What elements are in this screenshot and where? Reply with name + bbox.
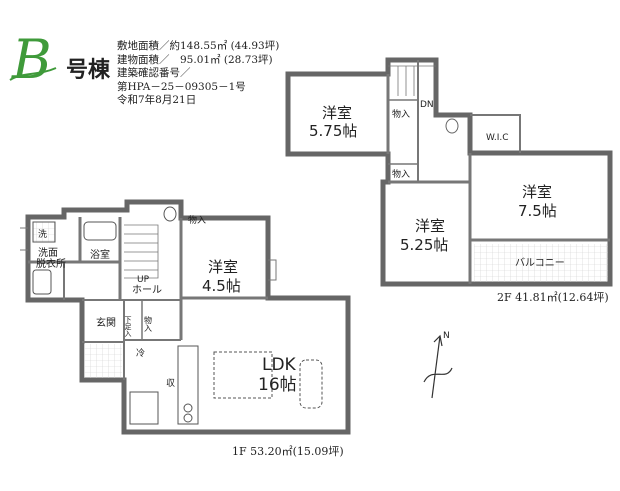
permit-date: 令和7年8月21日: [117, 94, 197, 107]
floor1-outer-wall: [25, 199, 351, 435]
floor1-labels: 洗 洗面 脱衣所 浴室 UP ホール 物入 洋室 4.5帖 玄関 下足入 物入 …: [36, 214, 297, 395]
permit-number: 第HPA－25－09305－1号: [117, 80, 246, 93]
building-name: 号棟: [66, 57, 111, 83]
kitchen-counter: [177, 345, 199, 425]
hall-up-label: UP: [137, 275, 150, 285]
room-b-name: 洋室: [415, 217, 445, 235]
hall-label: ホール: [132, 284, 162, 296]
permit-label: 建築確認番号／: [117, 67, 191, 80]
entrance-label: 玄関: [96, 316, 116, 329]
room-a-size: 5.75帖: [309, 122, 357, 140]
toilet-2f: [445, 118, 459, 134]
fridge-label: 冷: [136, 347, 145, 359]
kitchen-back-counter: [129, 391, 159, 425]
bathtub: [83, 221, 117, 241]
floor1-plan: [20, 199, 351, 435]
room-a-name: 洋室: [322, 104, 352, 122]
bath-label: 浴室: [90, 248, 110, 261]
storage-2f-b-label: 物入: [392, 168, 410, 180]
floor2-outer-wall: [285, 57, 613, 287]
western-room-1f-size: 4.5帖: [202, 277, 241, 295]
room-c-name: 洋室: [522, 183, 552, 201]
balcony-floor: [474, 244, 608, 282]
toilet-1f: [163, 206, 177, 222]
site-area-text: 敷地面積／約148.55㎡ (44.93坪): [117, 40, 280, 52]
storage-2f-a-label: 物入: [392, 108, 410, 120]
washing-machine: [32, 221, 56, 243]
shoe-box-label: 下足入: [124, 316, 132, 337]
floor2-plan: [285, 57, 613, 287]
floor2-stairs: [388, 65, 436, 96]
balcony-label: バルコニー: [515, 257, 565, 269]
wic-label: W.I.C: [486, 133, 509, 143]
building-logo: B: [9, 28, 57, 86]
ldk-label: LDK: [262, 355, 297, 375]
room-c-size: 7.5帖: [518, 202, 557, 220]
compass-n-label: N: [443, 331, 450, 341]
kitchen-storage-label: 収: [166, 377, 175, 389]
storage-1f-label: 物入: [188, 214, 206, 226]
washroom-label-2: 脱衣所: [36, 257, 66, 270]
floor2-labels: 洋室 5.75帖 物入 DN W.I.C 物入 洋室 5.25帖 洋室 7.5帖…: [309, 100, 565, 269]
stairs-dn-label: DN: [420, 100, 434, 110]
washbasin: [32, 269, 52, 295]
property-info: 敷地面積／約148.55㎡ (44.93坪) 建物面積／ 95.01㎡ (28.…: [117, 40, 279, 108]
entrance-floor: [84, 344, 122, 378]
dining-table: [213, 351, 273, 399]
wash-symbol-label: 洗: [38, 228, 47, 240]
north-compass: N: [423, 331, 453, 399]
western-room-1f-name: 洋室: [208, 258, 238, 276]
ldk-size: 16帖: [258, 375, 297, 395]
storage-1f-b-label: 物入: [144, 315, 153, 332]
sofa: [299, 359, 323, 409]
building-area-text: 建物面積／ 95.01㎡ (28.73坪): [117, 53, 273, 66]
room-b-size: 5.25帖: [400, 236, 448, 254]
floor1-caption: 1F 53.20㎡(15.09坪): [232, 445, 344, 458]
floor2-caption: 2F 41.81㎡(12.64坪): [497, 291, 609, 304]
floor1-stairs: [124, 224, 159, 279]
washroom-label-1: 洗面: [38, 247, 58, 259]
logo-swash: [9, 67, 57, 81]
